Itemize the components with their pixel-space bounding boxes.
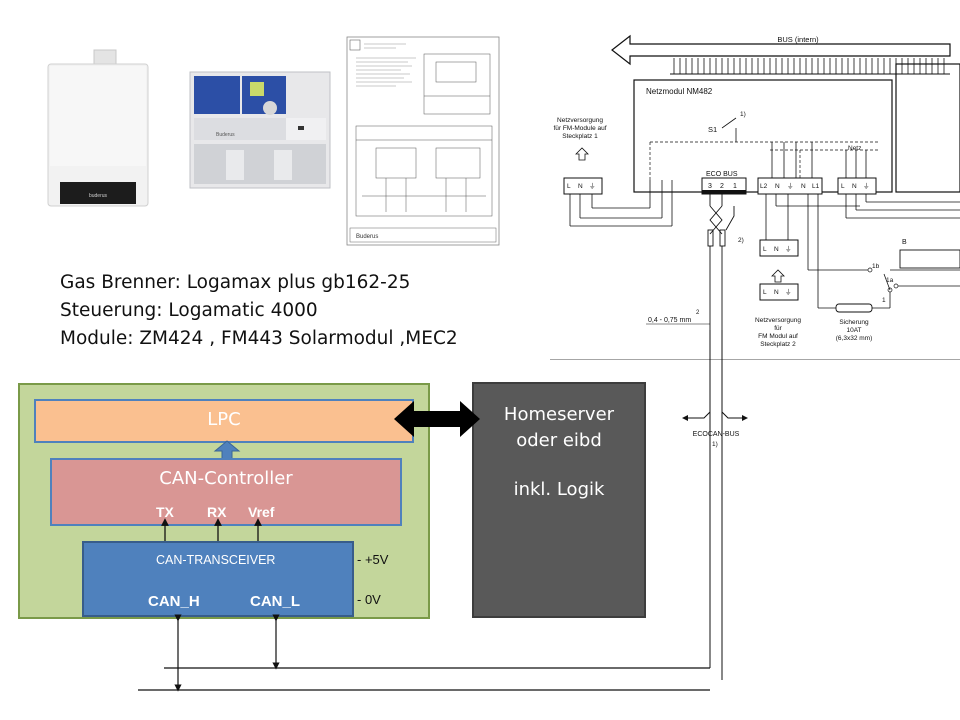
netz-term-pe: ⏚: [863, 182, 870, 190]
netzversorgung-fm2-line1: Netzversorgung: [755, 317, 801, 324]
netzversorgung-fm2-line3: FM Modul auf: [758, 333, 798, 340]
homeserver-block: Homeserver oder eibd inkl. Logik: [472, 382, 646, 618]
fm2-term-l: L: [763, 289, 767, 296]
pin-tx-label: TX: [156, 504, 174, 520]
mid-term-pe: ⏚: [785, 245, 792, 253]
netz-term-n: N: [852, 183, 857, 190]
term-1: 1: [882, 297, 886, 304]
homeserver-line2: oder eibd: [516, 430, 602, 451]
lpc-block: LPC: [34, 399, 414, 443]
fm1-term-n: N: [578, 183, 583, 190]
fm2-term-n: N: [774, 289, 779, 296]
netzversorgung-fm2-line4: Steckplatz 2: [760, 341, 796, 348]
info-modules: Module: ZM424 , FM443 Solarmodul ,MEC2: [60, 328, 458, 349]
note-2: 2): [738, 237, 744, 244]
eco-term-3: 3: [708, 183, 712, 190]
fm2-term-pe: ⏚: [785, 288, 792, 296]
term-l2: L2: [760, 183, 768, 190]
can-l-label: CAN_L: [250, 593, 301, 610]
pin-rx-label: RX: [207, 504, 227, 520]
netz-term-l: L: [841, 183, 845, 190]
term-1b: 1b: [872, 263, 880, 270]
eco-bus-label: ECO BUS: [706, 171, 738, 178]
netzmodul-label: Netzmodul NM482: [646, 87, 713, 96]
term-n2: N: [801, 183, 806, 190]
pin-vref-label: Vref: [248, 504, 275, 520]
document-brand: Buderus: [356, 234, 378, 240]
netzversorgung-fm1-line2: für FM-Module auf: [553, 125, 606, 132]
eco-term-2: 2: [720, 183, 724, 190]
term-1a: 1a: [886, 277, 894, 284]
netzversorgung-fm1-line1: Netzversorgung: [557, 117, 603, 124]
fm1-term-pe: ⏚: [589, 182, 596, 190]
term-l1: L1: [812, 183, 820, 190]
ecocan-bus-label: ECOCAN-BUS: [693, 431, 740, 438]
boiler-brand: buderus: [89, 193, 108, 199]
sicherung-line3: (6,3x32 mm): [836, 335, 872, 342]
zero-v-label: - 0V: [357, 592, 381, 607]
fm1-term-l: L: [567, 183, 571, 190]
wire-spec-superscript: 2: [696, 310, 700, 316]
wire-spec-label: 0,4 - 0,75 mm: [648, 317, 691, 324]
lpc-homeserver-arrow: [392, 398, 482, 440]
can-controller-label: CAN-Controller: [159, 468, 293, 489]
netzversorgung-fm1-line3: Steckplatz 1: [562, 133, 598, 140]
wiring-schematic: BUS (intern) Netzmodul NM482 S1 1) ECO B…: [550, 30, 960, 390]
sicherung-line1: Sicherung: [839, 319, 869, 326]
can-transceiver-block: CAN-TRANSCEIVER CAN_H CAN_L: [82, 541, 354, 617]
transceiver-label: CAN-TRANSCEIVER: [156, 553, 276, 567]
sicherung-line2: 10AT: [846, 327, 861, 334]
info-burner: Gas Brenner: Logamax plus gb162-25: [60, 272, 411, 293]
info-controller: Steuerung: Logamatic 4000: [60, 300, 318, 321]
plus5v-label: - +5V: [357, 552, 389, 567]
term-n1: N: [775, 183, 780, 190]
bus-intern-label: BUS (intern): [777, 35, 819, 44]
lpc-label: LPC: [207, 409, 241, 430]
homeserver-line1: Homeserver: [503, 404, 615, 425]
controller-brand: Buderus: [216, 132, 235, 138]
note-1: 1): [740, 111, 746, 118]
can-h-label: CAN_H: [148, 593, 200, 610]
controller-photo: Buderus: [186, 66, 334, 194]
homeserver-line3: inkl. Logik: [513, 479, 605, 500]
s1-label: S1: [708, 125, 717, 134]
netz-label: Netz: [848, 145, 861, 152]
can-controller-block: CAN-Controller TX RX Vref: [50, 458, 402, 526]
mid-term-l: L: [763, 246, 767, 253]
mid-term-n: N: [774, 246, 779, 253]
ecocan-bus-cable: ECOCAN-BUS 1): [560, 330, 960, 700]
controller-transceiver-arrows: [150, 516, 270, 548]
boiler-photo: buderus: [44, 48, 154, 210]
netzversorgung-fm2-line2: für: [774, 325, 782, 332]
eco-term-1: 1: [733, 183, 737, 190]
can-bus-wiring: [130, 612, 730, 692]
term-b: B: [902, 239, 907, 246]
manual-document-thumbnail: Buderus: [346, 36, 500, 246]
ecocan-bus-note: 1): [712, 441, 718, 448]
term-pe: ⏚: [787, 182, 794, 190]
